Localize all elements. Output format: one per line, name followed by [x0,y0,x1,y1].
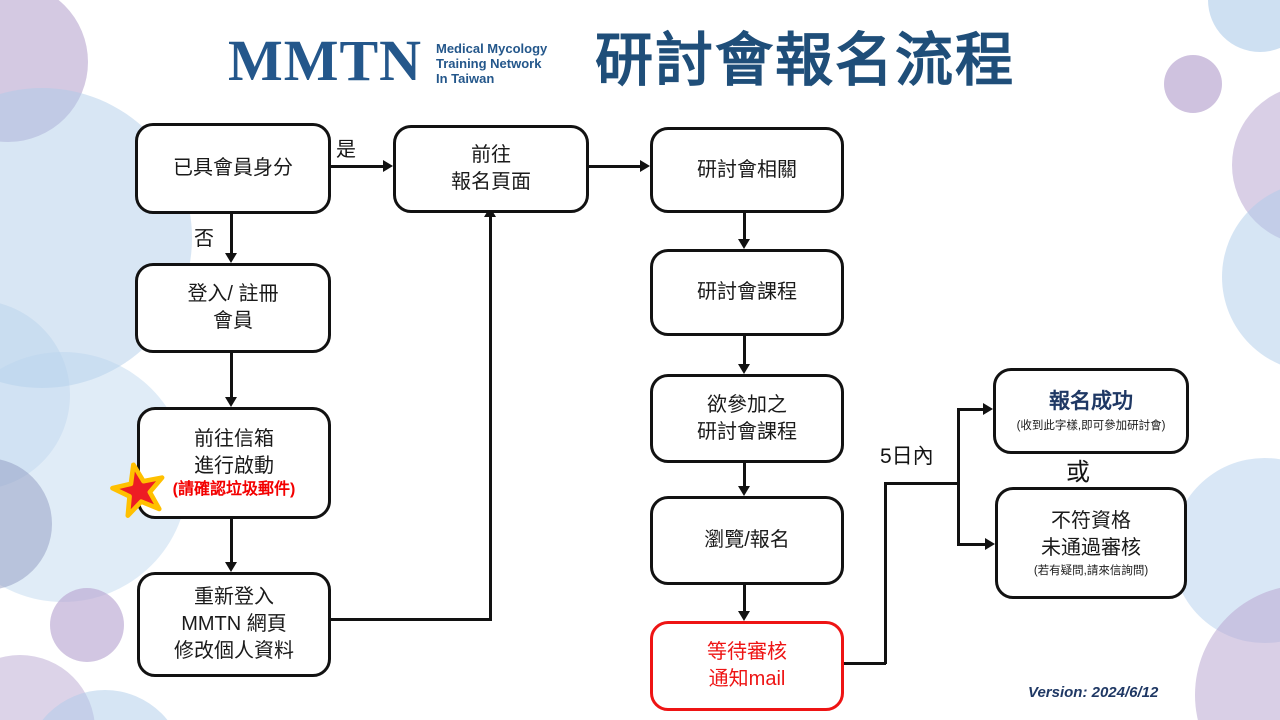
node-label: 前往信箱 [194,428,274,451]
connector [230,347,233,398]
mmtn-logo-acronym: MMTN [228,28,423,93]
decorative-circle [1195,585,1280,720]
node-label: 報名頁面 [451,171,531,193]
node-label: 修改個人資料 [174,640,294,662]
arrowhead [738,239,750,249]
arrowhead [738,364,750,374]
edge-label-or: 或 [1066,459,1090,486]
arrowhead [383,160,393,172]
decorative-circle [0,300,70,490]
flow-node-activate-mail: 前往信箱 進行啟動 (請確認垃圾郵件) [137,407,331,519]
flow-node-success: 報名成功 (收到此字樣,即可參加研討會) [993,368,1189,454]
node-label: 已具會員身分 [173,157,293,179]
flow-node-rejected: 不符資格 未通過審核 (若有疑問,請來信詢問) [995,487,1187,599]
connector-branch-bottom [957,543,987,546]
node-label: 前往 [471,144,511,166]
node-label: 瀏覽/報名 [704,529,790,551]
connector-review-out [884,482,959,485]
node-label: 研討會課程 [697,420,797,443]
success-note: (收到此字樣,即可參加研討會) [1016,419,1166,432]
node-label: MMTN 網頁 [181,613,287,635]
logo-tagline-line3: In Taiwan [436,71,495,86]
node-label: 重新登入 [194,586,274,608]
connector-branch-top [957,408,985,411]
decorative-circle [0,0,88,142]
spam-warning-note: (請確認垃圾郵件) [172,481,296,499]
flow-node-wait-review: 等待審核 通知mail [650,621,844,711]
star-icon [105,457,174,526]
node-label: 會員 [213,310,253,332]
connector-yes [325,165,385,168]
success-title: 報名成功 [1049,390,1133,414]
node-label: 研討會課程 [697,281,797,303]
node-label: 未通過審核 [1041,536,1141,559]
connector [743,207,746,240]
connector-no [230,208,233,254]
node-label: 欲參加之 [707,393,787,416]
flow-node-member-check: 已具會員身分 [135,123,331,214]
decorative-circle [25,690,185,720]
arrowhead [983,403,993,415]
decorative-circle [1208,0,1280,52]
decorative-circle [1172,458,1280,643]
connector [743,579,746,612]
page-title: 研討會報名流程 [595,28,1016,93]
connector-review-out [838,662,886,665]
node-label: 通知mail [708,668,786,690]
logo-tagline-line1: Medical Mycology [436,41,548,56]
decorative-circle [50,588,124,662]
flow-node-desired-courses: 欲參加之 研討會課程 [650,374,844,463]
arrowhead [225,253,237,263]
flow-node-seminar-courses: 研討會課程 [650,249,844,336]
connector-feedback [489,216,492,620]
decorative-circle [0,655,95,720]
mmtn-logo-tagline: Medical Mycology Training Network In Tai… [436,41,547,86]
flow-node-relogin: 重新登入 MMTN 網頁 修改個人資料 [137,572,331,677]
arrowhead [640,160,650,172]
flow-node-login-register: 登入/ 註冊 會員 [135,263,331,353]
arrowhead [225,397,237,407]
rejected-note: (若有疑問,請來信詢問) [1033,564,1149,577]
node-label: 登入/ 註冊 [187,283,279,305]
decorative-circle [1232,85,1280,245]
decorative-circle [0,458,52,590]
node-label: 研討會相關 [697,158,797,181]
node-label: 等待審核 [707,641,787,663]
arrowhead [738,486,750,496]
flow-node-browse-register: 瀏覽/報名 [650,496,844,585]
node-label: 進行啟動 [194,455,274,478]
flow-node-seminar-related: 研討會相關 [650,127,844,213]
arrowhead [225,562,237,572]
edge-label-yes: 是 [336,139,356,161]
node-label: 不符資格 [1051,509,1131,532]
connector [743,330,746,365]
arrowhead [738,611,750,621]
connector [230,513,233,563]
decorative-circle [1222,182,1280,372]
connector-feedback [325,618,492,621]
connector [743,457,746,487]
edge-label-5days: 5日內 [880,445,934,468]
decorative-circle [1164,55,1222,113]
version-label: Version: 2024/6/12 [1028,684,1159,701]
connector [583,165,642,168]
connector-review-out [884,482,887,664]
flow-node-goto-registration: 前往 報名頁面 [393,125,589,213]
edge-label-no: 否 [194,228,214,250]
arrowhead [985,538,995,550]
connector-branch [957,408,960,545]
logo-tagline-line2: Training Network [436,56,542,71]
